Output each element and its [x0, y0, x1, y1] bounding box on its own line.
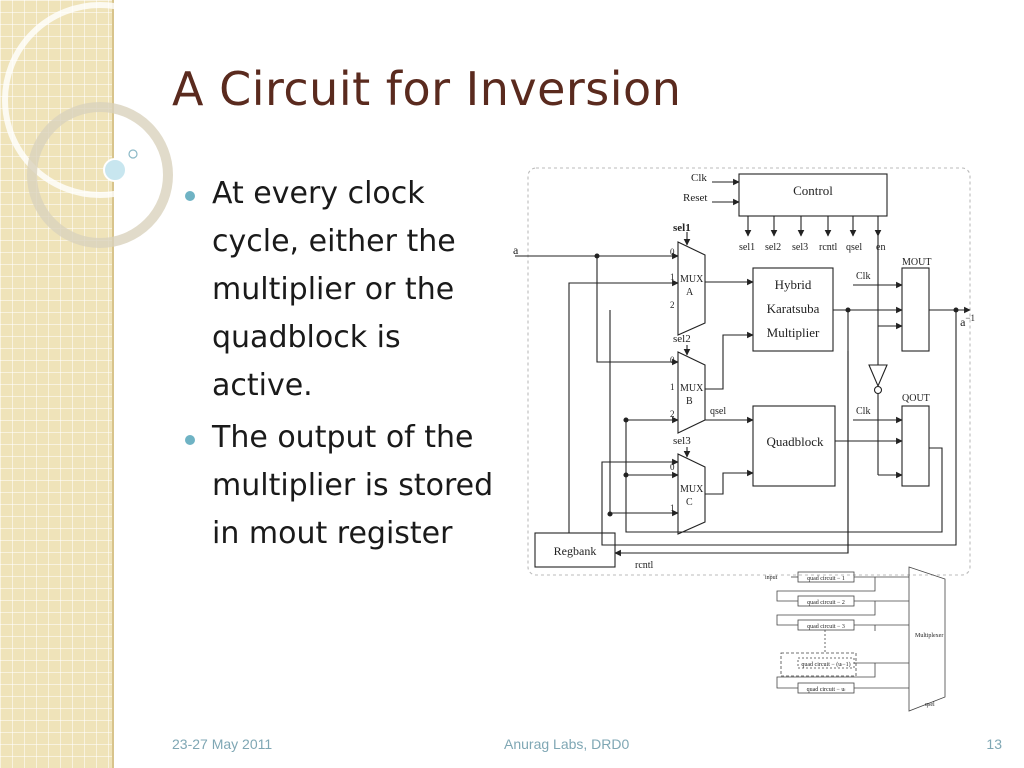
- qout-register: [901, 405, 930, 487]
- multiplier-label-1: Hybrid: [775, 277, 812, 292]
- rcntl-out-label: rcntl: [819, 242, 838, 253]
- clk-label: Clk: [691, 172, 707, 184]
- reset-label: Reset: [683, 192, 707, 204]
- mux-a-in2: 2: [670, 300, 675, 310]
- quad-qsel-label: qsel: [925, 702, 935, 708]
- sel3-label: sel3: [673, 435, 691, 447]
- diagram-border: [527, 167, 971, 576]
- control-label: Control: [793, 183, 833, 198]
- mux-a-in0: 0: [670, 247, 675, 257]
- sel1-out-label: sel1: [739, 242, 755, 253]
- qout-label: QOUT: [902, 393, 930, 404]
- ring-large: [2, 2, 198, 198]
- qsel-mux-label: qsel: [710, 406, 726, 417]
- qout-clk-label: Clk: [856, 406, 870, 417]
- mux-c: [677, 453, 706, 535]
- quad-circuit-n-label: quad circuit − uₗ: [807, 687, 846, 693]
- mout-clk-label: Clk: [856, 271, 870, 282]
- decorative-rings: [2, 2, 198, 248]
- inverter-gate: [868, 364, 888, 388]
- mux-b-letter: B: [686, 396, 693, 407]
- quad-circuit-2-label: quad circuit − 2: [807, 600, 845, 606]
- quad-circuit-3-label: quad circuit − 3: [807, 624, 845, 630]
- bullet-item: The output of the multiplier is stored i…: [185, 414, 495, 558]
- bullet-text: The output of the multiplier is stored i…: [212, 420, 494, 551]
- input-a-label: a: [513, 243, 519, 257]
- mux-b-in0: 0: [670, 355, 675, 365]
- mux-c-in0: 0: [670, 462, 675, 472]
- mux-a-label: MUX: [680, 274, 704, 285]
- ring-small: [27, 102, 173, 248]
- multiplier-label-2: Karatsuba: [767, 301, 820, 316]
- regbank-label: Regbank: [554, 544, 597, 558]
- mux-b-in2: 2: [670, 409, 675, 419]
- bullet-icon: [185, 435, 195, 445]
- quad-input-label: input: [765, 575, 778, 581]
- rcntl-label: rcntl: [635, 560, 654, 571]
- bullet-icon: [185, 191, 195, 201]
- control-block: [738, 173, 888, 217]
- ring-dot: [128, 149, 138, 159]
- sel1-label: sel1: [673, 222, 691, 234]
- quadblock-label: Quadblock: [766, 434, 824, 449]
- mout-register: [901, 267, 930, 352]
- mux-c-label: MUX: [680, 484, 704, 495]
- quad-multiplexer-shape: [908, 566, 946, 712]
- quadblock-detail-diagram: input quad circuit − 1 quad circuit − 2 …: [765, 566, 946, 712]
- slide-title: A Circuit for Inversion: [172, 62, 682, 116]
- mux-a-in1: 1: [670, 272, 675, 282]
- bullet-item: At every clock cycle, either the multipl…: [185, 170, 495, 410]
- qsel-out-label: qsel: [846, 242, 862, 253]
- page-number: 13: [986, 736, 1002, 752]
- mux-c-letter: C: [686, 497, 693, 508]
- en-label: en: [876, 242, 885, 253]
- quad-multiplexer-label: Multiplexer: [915, 633, 943, 639]
- ring-bead: [103, 158, 127, 182]
- bullet-list: At every clock cycle, either the multipl…: [185, 170, 495, 562]
- sel3-out-label: sel3: [792, 242, 808, 253]
- mux-c-in1: 1: [670, 503, 675, 513]
- mux-b-label: MUX: [680, 383, 704, 394]
- multiplier-label-3: Multiplier: [767, 325, 820, 340]
- sel2-label: sel2: [673, 333, 691, 345]
- quad-circuit-n1-label: quad circuit − (uₗ−1): [801, 661, 850, 668]
- mux-a-letter: A: [686, 287, 694, 298]
- bullet-text: At every clock cycle, either the multipl…: [212, 176, 456, 403]
- side-divider: [112, 0, 114, 768]
- output-label: a−1: [960, 313, 975, 329]
- footer-center-text: Anurag Labs, DRD0: [504, 736, 630, 752]
- quad-circuit-1-label: quad circuit − 1: [807, 576, 845, 582]
- sel2-out-label: sel2: [765, 242, 781, 253]
- mout-label: MOUT: [902, 257, 931, 268]
- mux-a: [677, 241, 706, 336]
- regbank-block: [534, 532, 616, 568]
- mux-b-in1: 1: [670, 382, 675, 392]
- inversion-circuit-diagram: Clk Reset Control sel1 sel2 sel3 rcntl q…: [513, 167, 975, 576]
- footer-date: 23-27 May 2011: [172, 736, 273, 752]
- quadblock: [752, 405, 836, 487]
